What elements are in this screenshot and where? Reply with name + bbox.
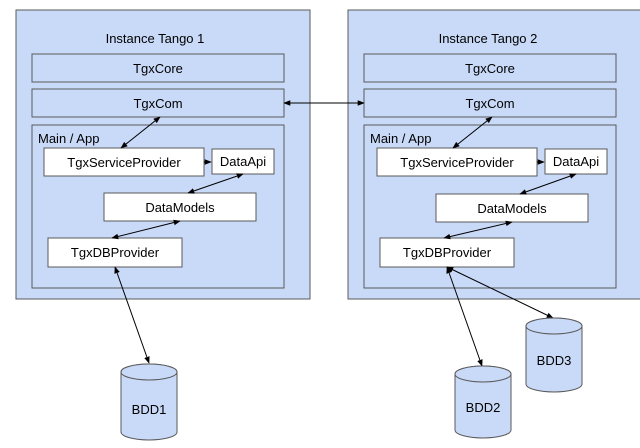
bdd3-label: BDD3 bbox=[537, 353, 572, 368]
bdd2-label: BDD2 bbox=[466, 400, 501, 415]
instance-2-dataapi-label: DataApi bbox=[553, 154, 599, 169]
instance-1-com-to-service-arrow bbox=[120, 116, 161, 149]
instance-2-com-to-service-arrow bbox=[452, 116, 493, 149]
instance-1-datamodels-label: DataModels bbox=[145, 200, 215, 215]
instance-tango-2: Instance Tango 2 TgxCore TgxCom Main / A… bbox=[347, 9, 640, 300]
instance-2-title: Instance Tango 2 bbox=[439, 31, 538, 46]
instance-1-dbprovider-label: TgxDBProvider bbox=[71, 245, 160, 260]
instance-2-tgxcom-label: TgxCom bbox=[465, 96, 514, 111]
instance-2-tgxcom-box bbox=[363, 88, 617, 118]
instance-1-tgxcore-label: TgxCore bbox=[133, 61, 183, 76]
instance-1-title: Instance Tango 1 bbox=[106, 31, 205, 46]
instance-2-datamodels-box bbox=[435, 193, 589, 223]
instance-2-datamodels-to-dbprovider-arrow bbox=[443, 220, 513, 240]
bdd1-cylinder-top bbox=[120, 363, 178, 381]
bdd2-database: BDD2 bbox=[454, 365, 512, 439]
instance-2-dataapi-to-datamodels-arrow bbox=[519, 173, 577, 195]
bdd3-database: BDD3 bbox=[525, 317, 583, 393]
instance-1-service-provider-box bbox=[43, 147, 205, 177]
instance-1-tgxcom-box bbox=[31, 88, 285, 118]
instance-1-tgxcom-label: TgxCom bbox=[133, 96, 182, 111]
instance-2-tgxcore-label: TgxCore bbox=[465, 61, 515, 76]
instance-tango-1: Instance Tango 1 TgxCore TgxCom Main / A… bbox=[15, 9, 311, 300]
instance-1-dataapi-box bbox=[211, 148, 275, 175]
dbprovider-2-to-bdd3-arrow bbox=[446, 266, 554, 319]
bdd3-cylinder-top bbox=[525, 317, 583, 335]
instance-1-datamodels-to-dbprovider-arrow bbox=[111, 219, 181, 240]
instance-2-dbprovider-label: TgxDBProvider bbox=[403, 245, 492, 260]
instance-1-dbprovider-box bbox=[47, 237, 183, 268]
instance-2-service-provider-label: TgxServiceProvider bbox=[400, 155, 514, 170]
instance-1-dataapi-to-datamodels-arrow bbox=[187, 173, 244, 194]
instance-1-app-label: Main / App bbox=[38, 131, 99, 146]
bdd2-cylinder-top bbox=[454, 365, 512, 383]
instance-1-tgxcore-box bbox=[31, 53, 285, 83]
instance-1-dataapi-label: DataApi bbox=[220, 154, 266, 169]
instance-2-service-provider-box bbox=[376, 147, 538, 177]
bdd1-label: BDD1 bbox=[132, 402, 167, 417]
bdd1-database: BDD1 bbox=[120, 363, 178, 441]
instance-2-app-label: Main / App bbox=[370, 131, 431, 146]
dbprovider-1-to-bdd1-arrow bbox=[114, 266, 150, 364]
instance-2-tgxcore-box bbox=[363, 53, 617, 83]
instance-1-service-provider-label: TgxServiceProvider bbox=[67, 155, 181, 170]
instance-2-datamodels-label: DataModels bbox=[477, 201, 547, 216]
